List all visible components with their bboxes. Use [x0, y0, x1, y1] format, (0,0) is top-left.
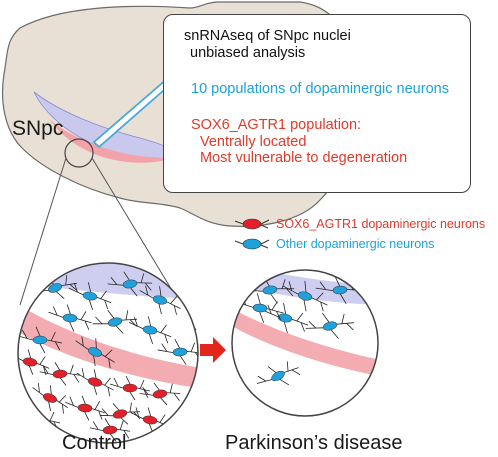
other-neuron	[305, 312, 354, 339]
sox6-neuron	[89, 418, 131, 442]
other-neuron	[282, 281, 328, 312]
red-neuron-icon	[234, 218, 270, 230]
sox6-neuron	[99, 402, 141, 425]
other-neuron	[48, 304, 92, 332]
red-right-arrow	[200, 337, 226, 363]
callout-populations: 10 populations of dopaminergic neurons	[191, 81, 449, 97]
callout-box	[163, 14, 471, 193]
other-neuron	[256, 361, 301, 386]
caption-control: Control	[62, 432, 127, 454]
other-neuron	[68, 282, 112, 310]
sox6-neuron	[139, 382, 181, 406]
other-neuron	[92, 310, 138, 334]
other-neuron	[18, 326, 63, 354]
callout-sox6-point1: Ventrally located	[200, 134, 307, 150]
callout-sox6-point2: Most vulnerable to degeneration	[200, 150, 408, 166]
callout-title-line1: snRNAseq of SNpc nuclei	[184, 28, 351, 44]
sox6-neuron	[32, 383, 68, 414]
callout-title-line2: unbiased analysis	[190, 45, 306, 61]
callout-sox6-title: SOX6_AGTR1 population:	[191, 117, 362, 133]
control-panel	[17, 262, 199, 444]
snpc-ventral-tier	[50, 120, 172, 163]
legend-sox6-label: SOX6_AGTR1 dopaminergic neurons	[276, 217, 486, 231]
sox6-neuron	[65, 395, 105, 421]
other-neuron	[75, 336, 115, 369]
other-neuron	[157, 339, 198, 365]
other-neuron	[139, 285, 181, 315]
caption-parkinsons: Parkinson’s disease	[225, 432, 403, 454]
sox6-neuron	[39, 362, 81, 386]
blue-neuron-icon	[234, 238, 270, 250]
zoom-circle	[64, 138, 94, 168]
sox6-neuron	[76, 368, 114, 397]
legend-other-label: Other dopaminergic neurons	[276, 237, 435, 251]
snpc-label: SNpc	[12, 117, 64, 140]
other-neuron	[107, 271, 153, 297]
other-neuron	[128, 316, 172, 344]
zoom-line-left	[19, 157, 67, 306]
parkinsons-panel	[231, 269, 379, 417]
